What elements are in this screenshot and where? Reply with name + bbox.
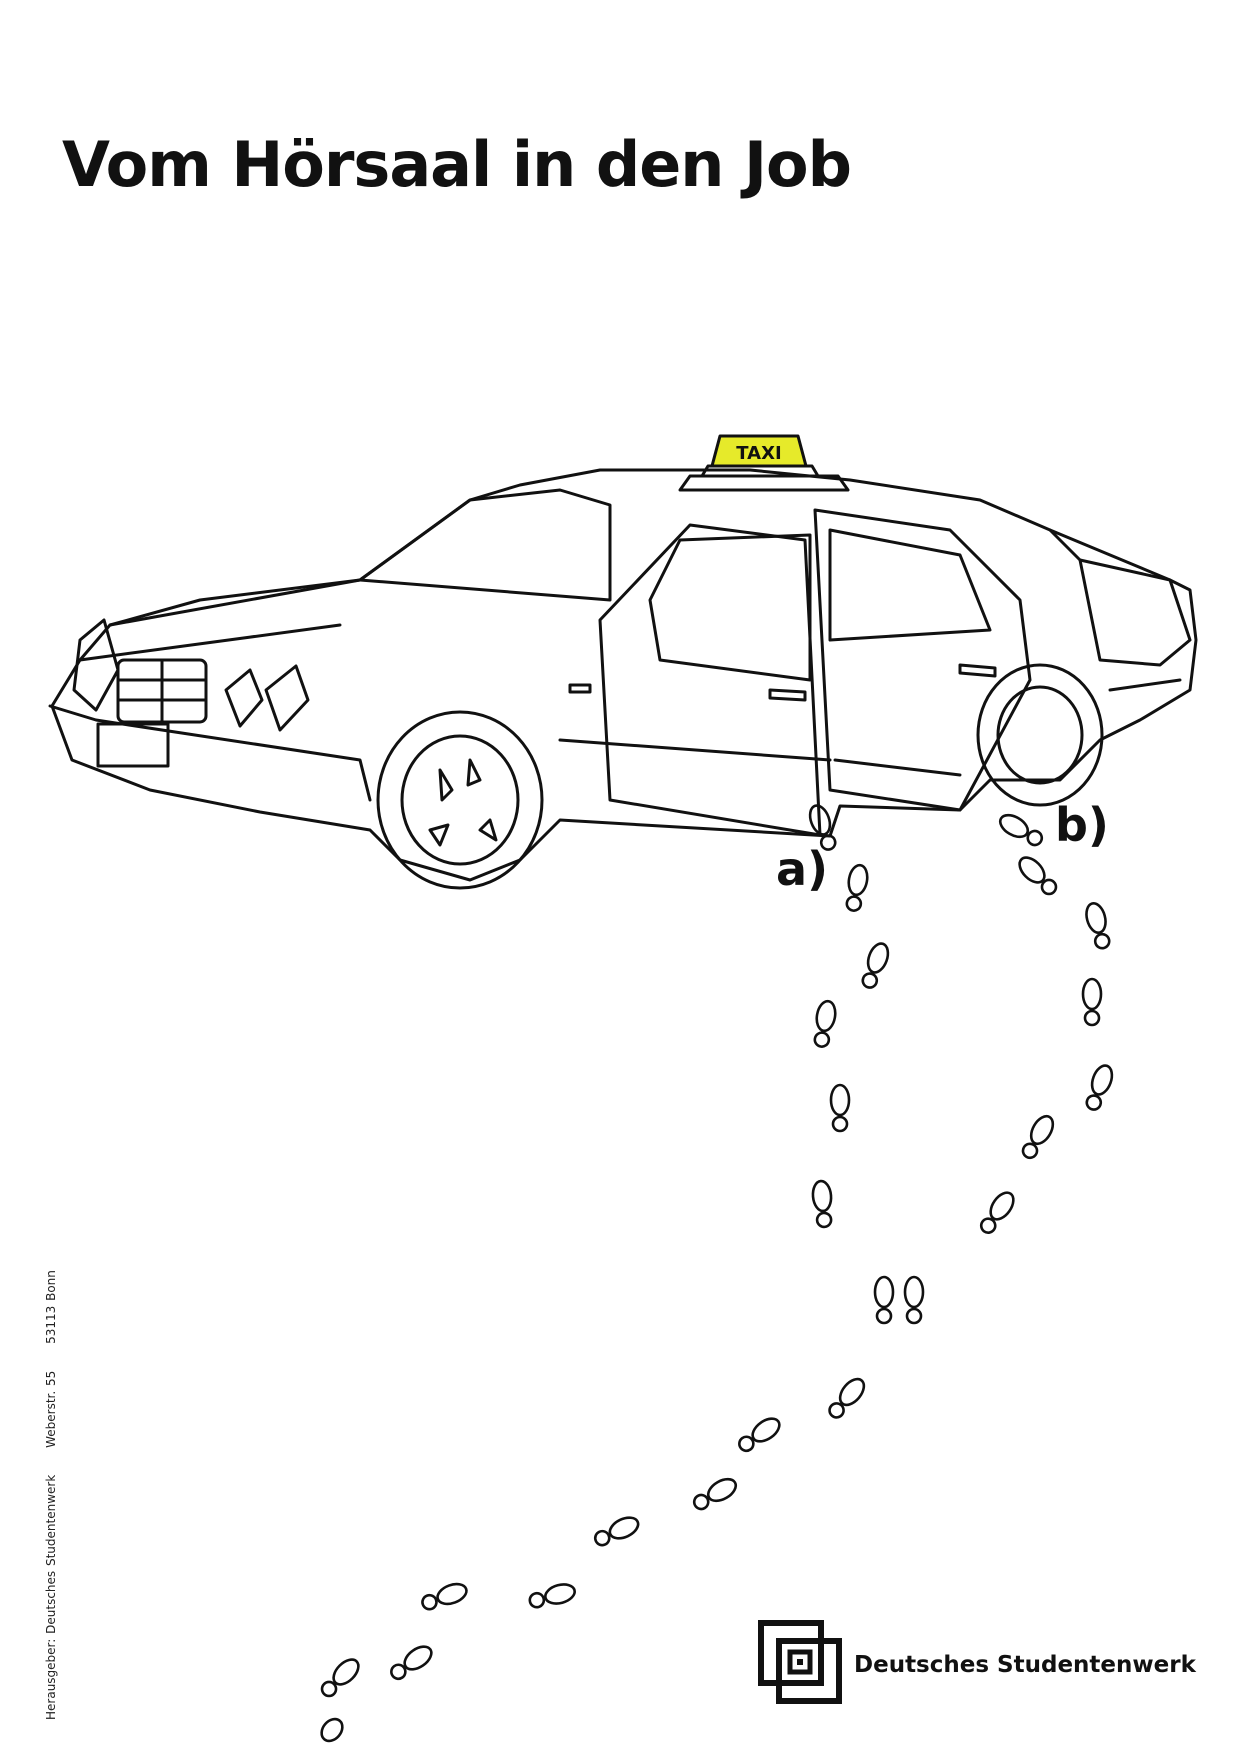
taxi-sign-label: TAXI xyxy=(736,443,781,464)
concentric-squares-logo-icon xyxy=(758,1620,842,1704)
poster-title: Vom Hörsaal in den Job xyxy=(62,128,852,201)
imprint: Herausgeber: Deutsches Studentenwerk Web… xyxy=(44,1248,58,1720)
route-label-b: b) xyxy=(1055,798,1109,852)
footprint-trail xyxy=(320,804,1114,1743)
organization-name: Deutsches Studentenwerk xyxy=(854,1652,1196,1678)
route-label-a: a) xyxy=(776,842,829,896)
imprint-publisher: Herausgeber: Deutsches Studentenwerk xyxy=(44,1474,58,1720)
imprint-street: Weberstr. 55 xyxy=(44,1370,58,1448)
imprint-city: 53113 Bonn xyxy=(44,1270,58,1344)
